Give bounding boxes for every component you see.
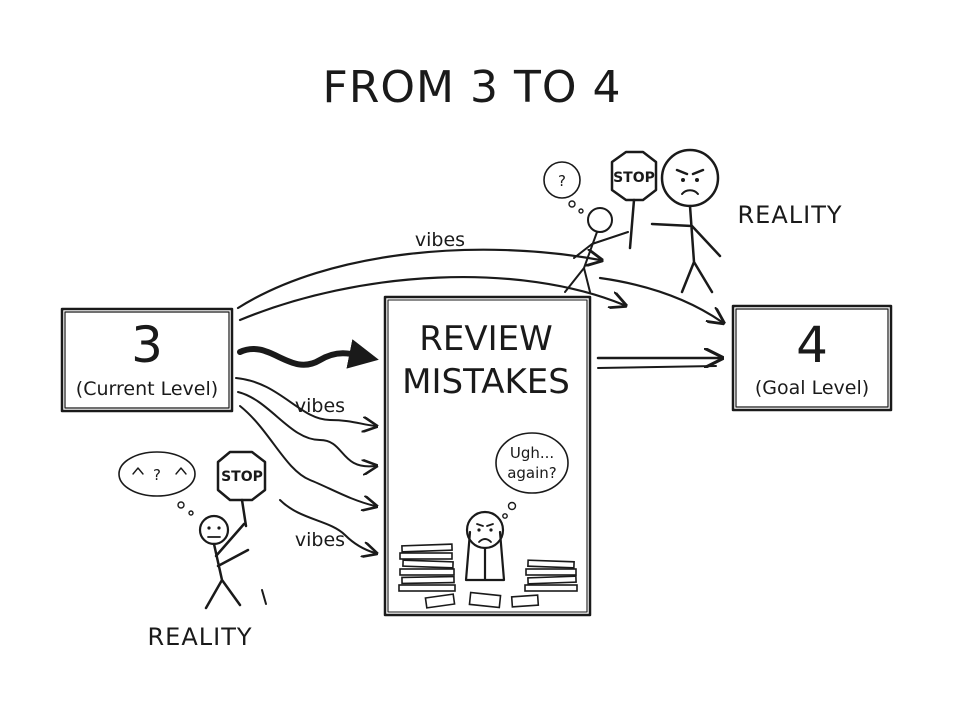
current-level-number: 3 <box>131 316 163 374</box>
review-to-goal-arrow-shadow <box>597 365 717 369</box>
reality-figure-bottom: REALITY <box>147 514 267 651</box>
thought-question-top: ? <box>558 172 566 190</box>
main-arrow <box>237 339 379 369</box>
scattered-papers <box>424 591 540 609</box>
stop-sign-bottom-text: STOP <box>221 469 263 485</box>
thought-bubble-reviewer: Ugh... again? <box>495 432 569 519</box>
current-level-box: 3 (Current Level) <box>60 307 234 413</box>
paper-stack-right <box>524 559 578 592</box>
vibes-label-bottom: vibes <box>295 529 345 551</box>
thought-bubble-bottom: ? <box>118 451 196 516</box>
vibes-label-top: vibes <box>415 229 465 251</box>
vibes-arrow-4 <box>279 499 375 553</box>
review-mistakes-box: REVIEW MISTAKES <box>383 295 592 617</box>
vibes-arrow-3 <box>239 405 375 506</box>
vibes-arc-top-3 <box>598 276 722 322</box>
reality-label-top: REALITY <box>737 201 842 229</box>
vibes-arrow-1 <box>235 377 375 426</box>
vibes-label-mid: vibes <box>295 395 345 417</box>
reality-label-bottom: REALITY <box>147 623 252 651</box>
vibes-arc-top-1 <box>236 248 600 310</box>
stop-sign-bottom: STOP <box>216 450 267 528</box>
small-figure-top: ? <box>543 161 629 293</box>
vibes-arc-top-2 <box>238 276 624 322</box>
reviewer-figure <box>464 510 506 582</box>
reviewer-thought-line1: Ugh... <box>510 444 554 462</box>
page-title: FROM 3 TO 4 <box>323 62 622 113</box>
current-level-label: (Current Level) <box>76 378 218 400</box>
review-title-line2: MISTAKES <box>402 362 570 402</box>
vibes-arrow-2 <box>237 391 375 466</box>
stop-sign-top: STOP <box>610 150 658 250</box>
reviewer-thought-line2: again? <box>507 464 557 482</box>
goal-level-number: 4 <box>796 316 828 374</box>
thought-question-bottom: ? <box>153 466 161 484</box>
review-title-line1: REVIEW <box>419 319 553 359</box>
stop-sign-top-text: STOP <box>613 170 655 186</box>
goal-level-box: 4 (Goal Level) <box>731 304 893 412</box>
reality-figure-top: REALITY <box>650 148 842 294</box>
paper-stack-left <box>398 543 456 592</box>
goal-level-label: (Goal Level) <box>755 377 869 399</box>
